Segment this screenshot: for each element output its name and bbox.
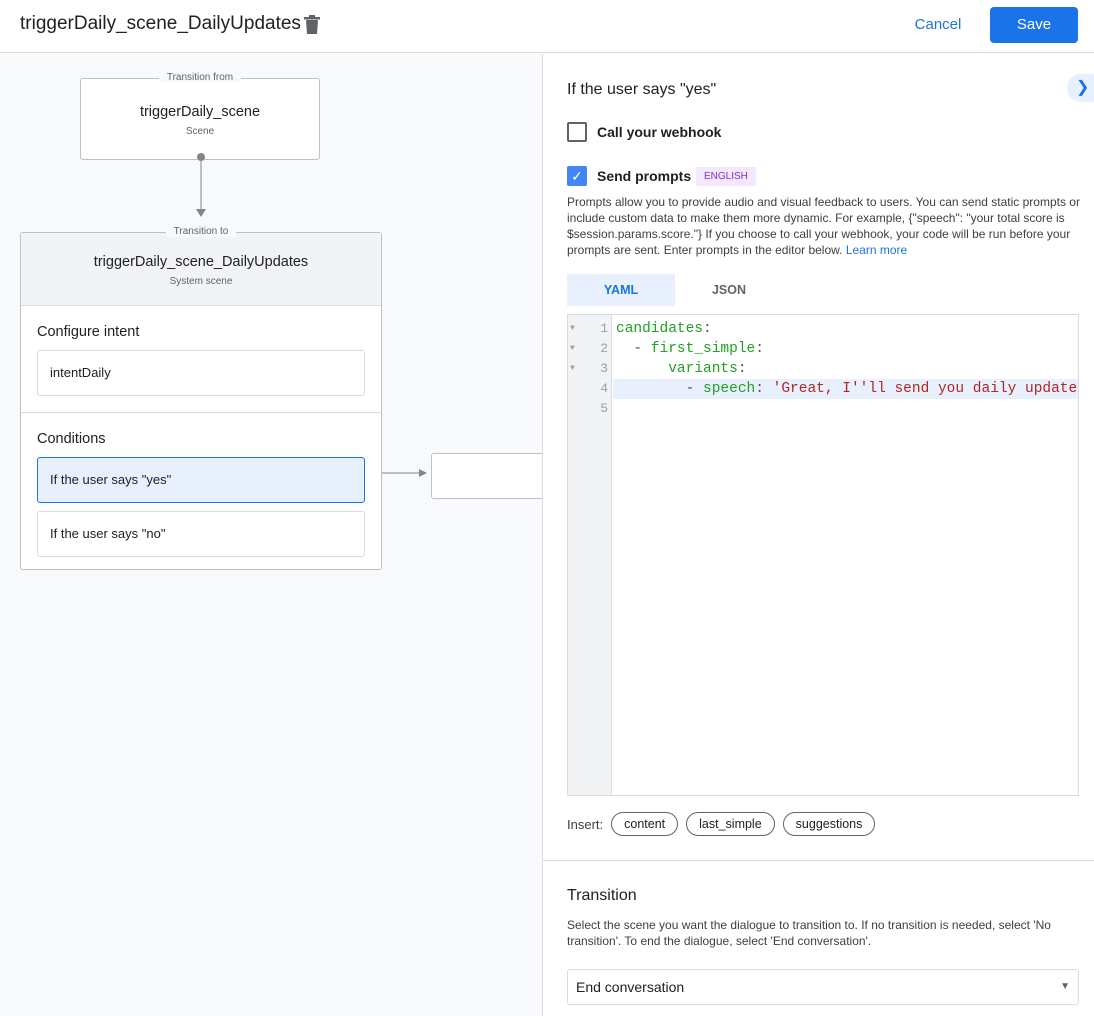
editor-gutter (568, 315, 612, 795)
fold-arrow-icon[interactable]: ▼ (570, 344, 575, 353)
tab-yaml[interactable]: YAML (567, 274, 675, 306)
transition-selected: End conversation (576, 979, 685, 995)
yaml-key: first_simple (650, 341, 756, 357)
prompts-description: Prompts allow you to provide audio and v… (567, 194, 1087, 258)
webhook-label: Call your webhook (597, 124, 722, 140)
line-number: 2 (600, 341, 608, 356)
insert-chip-suggestions[interactable]: suggestions (782, 812, 876, 836)
yaml-key: variants (668, 361, 738, 377)
code-line: ▼2 - first_simple: (570, 341, 764, 357)
header: triggerDaily_scene_DailyUpdates Cancel S… (0, 0, 1094, 53)
send-prompts-checkbox[interactable]: ✓ (567, 166, 587, 186)
page-title: triggerDaily_scene_DailyUpdates (20, 13, 301, 34)
condition-no[interactable]: If the user says "no" (37, 511, 365, 557)
transition-title: Transition (567, 887, 637, 904)
detail-panel: If the user says "yes" ❯ Call your webho… (542, 54, 1094, 1016)
yaml-key: candidates (616, 321, 704, 337)
cancel-button[interactable]: Cancel (914, 16, 962, 33)
learn-more-link[interactable]: Learn more (845, 243, 908, 257)
transition-from-node[interactable]: Transition from triggerDaily_scene Scene (80, 72, 320, 160)
send-prompts-label: Send prompts (597, 168, 692, 184)
active-line-highlight (613, 379, 1078, 399)
code-line: 4 - speech: 'Great, I''ll send you daily… (568, 379, 1078, 399)
insert-chip-content[interactable]: content (611, 812, 679, 836)
panel-title: If the user says "yes" (567, 81, 717, 98)
line-number: 5 (600, 401, 608, 416)
insert-label: Insert: (567, 816, 604, 832)
transition-select[interactable]: End conversation ▼ (567, 969, 1079, 1005)
line-number: 4 (600, 381, 608, 396)
arrow-head (196, 209, 206, 217)
fold-arrow-icon[interactable]: ▼ (570, 364, 575, 373)
dropdown-arrow-icon: ▼ (1060, 981, 1070, 992)
divider (543, 860, 1094, 861)
chevron-right-icon[interactable]: ❯ (1067, 74, 1094, 102)
intent-item[interactable]: intentDaily (37, 350, 365, 396)
conditions-title: Conditions (37, 431, 106, 447)
transition-description: Select the scene you want the dialogue t… (567, 918, 1051, 948)
dash: - (685, 381, 704, 397)
indent (616, 361, 668, 377)
dash: - (633, 341, 651, 357)
insert-bar: Insert: content last_simple suggestions (567, 812, 876, 836)
node-type: System scene (169, 276, 233, 287)
condition-yes[interactable]: If the user says "yes" (37, 457, 365, 503)
webhook-checkbox[interactable] (567, 122, 587, 142)
description-text: Prompts allow you to provide audio and v… (567, 195, 1080, 257)
flow-canvas: Transition from triggerDaily_scene Scene… (0, 54, 542, 1016)
indent (616, 381, 686, 397)
trash-icon[interactable] (304, 15, 320, 34)
arrow-head (419, 469, 427, 477)
save-button[interactable]: Save (990, 7, 1078, 43)
node-name: triggerDaily_scene (139, 104, 261, 120)
line-number: 3 (600, 361, 608, 376)
language-badge: ENGLISH (696, 167, 756, 186)
fold-arrow-icon[interactable]: ▼ (570, 324, 575, 333)
yaml-value: 'Great, I''ll send you daily updates. (763, 381, 1078, 397)
yaml-key: speech (703, 381, 756, 397)
empty-target-node[interactable] (431, 453, 542, 499)
code-line: ▼3 variants: (570, 361, 747, 377)
code-line: 5 (568, 399, 1078, 419)
line-number: 1 (600, 321, 608, 336)
indent (616, 341, 633, 357)
tab-json[interactable]: JSON (711, 283, 747, 297)
node-legend: Transition from (158, 72, 242, 83)
node-type: Scene (185, 126, 215, 137)
node-name: triggerDaily_scene_DailyUpdates (93, 254, 309, 270)
check-icon: ✓ (571, 168, 583, 184)
configure-intent-title: Configure intent (37, 324, 140, 340)
transition-to-node[interactable]: Transition to triggerDaily_scene_DailyUp… (20, 226, 382, 570)
node-legend: Transition to (165, 226, 237, 237)
insert-chip-last-simple[interactable]: last_simple (686, 812, 775, 836)
